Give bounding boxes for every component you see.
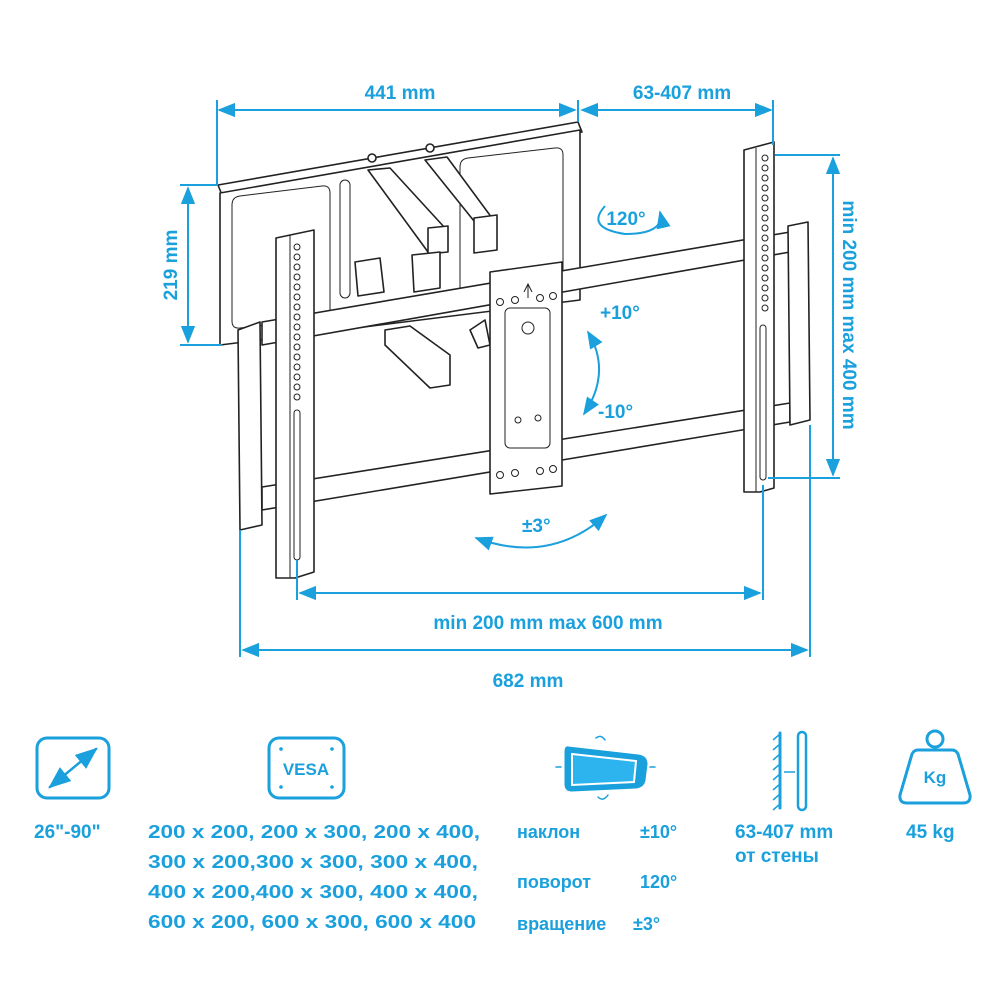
hole <box>761 284 769 292</box>
hole <box>761 214 769 222</box>
hole <box>293 373 301 381</box>
hole <box>293 393 301 401</box>
hole <box>293 273 301 281</box>
hole <box>293 333 301 341</box>
vesa-line: 200 x 200, 200 x 300, 200 x 400, <box>148 821 480 842</box>
dimension-labels: 441 mm 63-407 mm 219 mm min 200 mm max 4… <box>161 83 859 692</box>
motion-label-swivel: поворот <box>517 872 591 892</box>
tilt-down-label: -10° <box>598 402 633 423</box>
rotation-label: ±3° <box>522 516 551 537</box>
vesa-line: 300 x 200,300 x 300, 300 x 400, <box>148 851 478 872</box>
swivel-label: 120° <box>606 209 645 230</box>
screen-size-value: 26"-90" <box>34 822 101 843</box>
mount-hole <box>536 294 544 302</box>
hole <box>761 294 769 302</box>
hole <box>293 293 301 301</box>
wall-distance-icon <box>772 730 808 812</box>
left-vertical-bracket <box>275 229 315 579</box>
hole <box>761 174 769 182</box>
motion-value-rotation: ±3° <box>633 914 660 934</box>
dimension-lines <box>180 100 841 658</box>
mount-hole <box>496 298 504 306</box>
mount-drawing <box>217 121 811 579</box>
left-end-bar <box>237 321 263 531</box>
hole <box>761 304 769 312</box>
bracket-holes <box>761 154 769 312</box>
hole <box>293 253 301 261</box>
hole <box>293 363 301 371</box>
vesa-line: 400 x 200,400 x 300, 400 x 400, <box>148 881 478 902</box>
hole <box>761 244 769 252</box>
vesa-plate-icon: VESA <box>267 736 346 800</box>
mount-hole <box>496 471 504 479</box>
vertical-range-label: min 200 mm max 400 mm <box>838 200 859 429</box>
hole <box>761 274 769 282</box>
swing-arms <box>354 156 498 389</box>
hole <box>761 194 769 202</box>
motion-value-tilt: ±10° <box>640 822 677 842</box>
hole <box>761 264 769 272</box>
hole <box>293 243 301 251</box>
weight-icon-label: Kg <box>924 768 947 787</box>
motion-value-swivel: 120° <box>640 872 677 892</box>
hole <box>761 224 769 232</box>
hole <box>293 353 301 361</box>
hole <box>293 283 301 291</box>
mount-hole <box>549 465 557 473</box>
hole <box>761 184 769 192</box>
diagonal-arrow-icon <box>35 736 111 800</box>
mount-hole <box>536 467 544 475</box>
tilt-swivel-icon <box>555 735 656 800</box>
hole <box>293 323 301 331</box>
total-width-label: 682 mm <box>493 671 564 692</box>
tilt-up-label: +10° <box>600 303 640 324</box>
hole <box>293 263 301 271</box>
motion-label-rotation: вращение <box>517 914 606 934</box>
weight-icon: Kg <box>898 729 972 805</box>
hole <box>761 254 769 262</box>
specs: 26"-90" 200 x 200, 200 x 300, 200 x 400,… <box>34 821 955 934</box>
mount-hole <box>511 469 519 477</box>
mount-hole <box>511 296 519 304</box>
right-vertical-bracket <box>743 141 775 493</box>
vesa-icon-label: VESA <box>283 760 329 779</box>
hole <box>293 313 301 321</box>
plate-height-label: 219 mm <box>161 230 182 301</box>
right-end-bar <box>787 221 811 426</box>
hole <box>293 303 301 311</box>
wall-distance-value: 63-407 mm <box>735 822 833 843</box>
vesa-line: 600 x 200, 600 x 300, 600 x 400 <box>148 911 476 932</box>
mount-hole <box>549 292 557 300</box>
hole <box>761 234 769 242</box>
wall-distance-label: 63-407 mm <box>633 83 731 104</box>
wall-distance-note: от стены <box>735 846 819 867</box>
horizontal-range-label: min 200 mm max 600 mm <box>433 613 662 634</box>
plate-width-label: 441 mm <box>365 83 436 104</box>
hole <box>293 343 301 351</box>
max-load-value: 45 kg <box>906 822 955 843</box>
hole <box>293 383 301 391</box>
bracket-holes <box>293 243 301 401</box>
motion-label-tilt: наклон <box>517 822 580 842</box>
hole <box>761 154 769 162</box>
hole <box>761 204 769 212</box>
center-tilt-plate <box>489 261 563 495</box>
hole <box>761 164 769 172</box>
